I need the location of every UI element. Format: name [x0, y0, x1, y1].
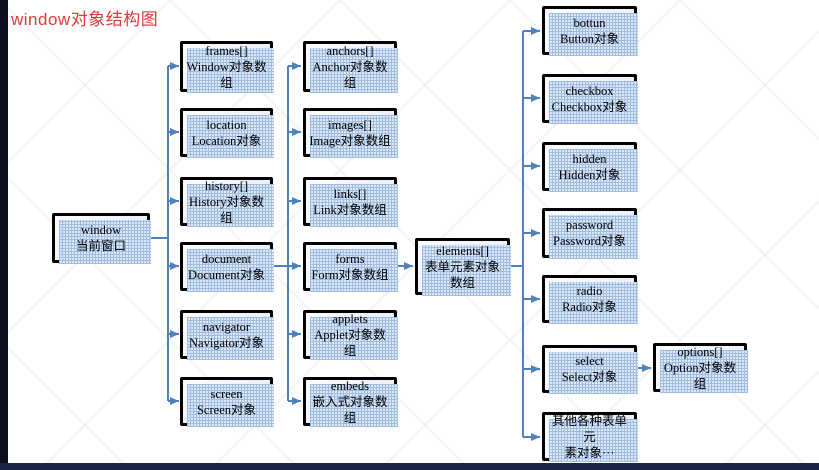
- node-applets-line1: applets: [332, 311, 368, 326]
- node-options-line2: Option对象数组: [663, 360, 737, 391]
- node-embeds: embeds 嵌入式对象数组: [303, 377, 398, 427]
- node-options: options[] Option对象数组: [653, 343, 748, 393]
- node-window-line1: window: [80, 223, 122, 237]
- node-hidden: hidden Hidden对象: [542, 142, 638, 192]
- node-location-line1: location: [206, 117, 247, 132]
- node-hidden-line2: Hidden对象: [558, 167, 621, 182]
- page-title: window对象结构图: [11, 10, 159, 29]
- node-screen-line1: screen: [210, 386, 243, 401]
- node-radio: radio Radio对象: [542, 275, 638, 324]
- node-links-line2: Link对象数组: [313, 202, 387, 217]
- node-button-line1: bottun: [573, 15, 606, 30]
- node-applets-line2: Applet对象数组: [314, 327, 386, 358]
- node-select-line2: Select对象: [561, 370, 618, 384]
- node-anchors: anchors[] Anchor对象数组: [303, 41, 398, 93]
- node-other-elements-line1: 其他各种表单元: [551, 413, 627, 444]
- node-forms-line1: forms: [335, 251, 365, 266]
- connector-window-trunk: [150, 66, 169, 401]
- left-edge-strip: [0, 0, 8, 470]
- node-elements-line1: elements[]: [436, 243, 489, 258]
- node-button-line2: Button对象: [559, 31, 620, 46]
- node-frames: frames[] Window对象数组: [180, 41, 274, 93]
- node-other-elements-line2: 素对象···: [564, 445, 615, 460]
- connector-document-trunk: [273, 66, 289, 401]
- node-applets: applets Applet对象数组: [303, 310, 398, 360]
- node-images-line2: Image对象数组: [309, 133, 391, 148]
- node-location: location Location对象: [180, 108, 274, 158]
- node-location-line2: Location对象: [191, 133, 262, 148]
- node-document-line1: document: [201, 251, 252, 266]
- node-links-line1: links[]: [333, 186, 367, 201]
- node-hidden-line1: hidden: [572, 151, 607, 166]
- node-history-line2: History对象数组: [188, 194, 264, 225]
- node-password-line1: password: [565, 218, 614, 232]
- node-anchors-line1: anchors[]: [326, 43, 374, 58]
- node-elements: elements[] 表单元素对象数组: [415, 238, 511, 296]
- node-checkbox: checkbox Checkbox对象: [542, 74, 638, 124]
- node-anchors-line2: Anchor对象数组: [312, 59, 388, 90]
- node-window-line2: 当前窗口: [75, 239, 126, 253]
- node-navigator-line1: navigator: [202, 319, 251, 334]
- node-images: images[] Image对象数组: [303, 108, 398, 158]
- node-password: password Password对象: [542, 208, 638, 259]
- bottom-edge-strip: [0, 463, 819, 470]
- node-forms-line2: Form对象数组: [311, 267, 389, 282]
- node-screen: screen Screen对象: [180, 377, 274, 427]
- node-password-line2: Password对象: [553, 234, 626, 248]
- node-navigator-line2: Navigator对象: [189, 335, 264, 350]
- node-navigator: navigator Navigator对象: [180, 310, 274, 360]
- node-options-line1: options[]: [677, 344, 723, 359]
- node-document: document Document对象: [180, 242, 274, 292]
- node-radio-line1: radio: [576, 284, 603, 298]
- node-embeds-line1: embeds: [330, 378, 370, 393]
- node-history-line1: history[]: [204, 178, 249, 193]
- node-embeds-line2: 嵌入式对象数组: [312, 394, 388, 425]
- node-window: window 当前窗口: [52, 213, 151, 264]
- node-radio-line2: Radio对象: [562, 300, 617, 314]
- node-elements-line2: 表单元素对象数组: [424, 259, 500, 290]
- node-select: select Select对象: [542, 345, 638, 394]
- node-button: bottun Button对象: [542, 6, 638, 56]
- node-checkbox-line1: checkbox: [565, 83, 614, 98]
- node-select-line1: select: [575, 354, 604, 368]
- node-checkbox-line2: Checkbox对象: [551, 99, 628, 114]
- node-screen-line2: Screen对象: [196, 402, 256, 417]
- connector-elements-trunk: [510, 31, 524, 437]
- node-frames-line2: Window对象数组: [186, 59, 267, 90]
- node-frames-line1: frames[]: [205, 43, 248, 58]
- node-other-elements: 其他各种表单元 素对象···: [542, 412, 638, 462]
- node-history: history[] History对象数组: [180, 177, 274, 227]
- node-document-line2: Document对象: [187, 267, 266, 282]
- node-links: links[] Link对象数组: [303, 177, 398, 227]
- node-forms: forms Form对象数组: [303, 242, 398, 292]
- node-images-line1: images[]: [328, 117, 372, 132]
